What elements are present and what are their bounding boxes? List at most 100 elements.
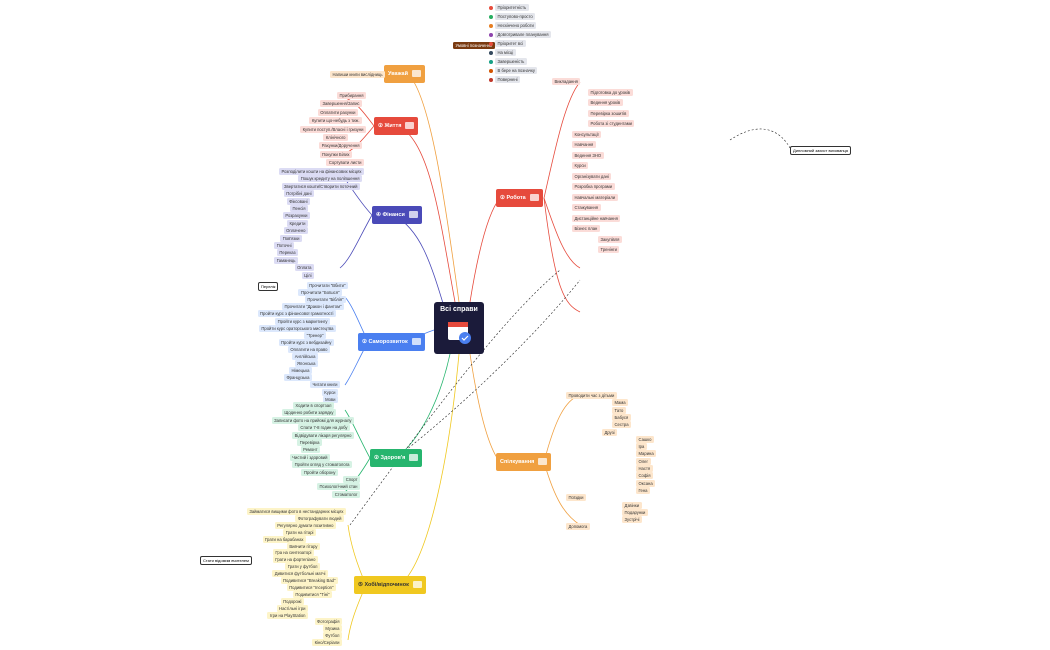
node-health[interactable]: Пройти огляд у стоматолога [292, 461, 352, 469]
node-family[interactable]: Друзі [602, 428, 618, 436]
node-life[interactable]: Покупки Білих [319, 150, 352, 158]
node-life[interactable]: Купити що-небудь з тиж. [309, 117, 362, 125]
node-health[interactable]: Стоматолог [332, 490, 360, 498]
node-family[interactable]: Софія [636, 472, 653, 480]
node-family[interactable]: Олег [636, 457, 651, 465]
node-hobby[interactable]: Подивитися "Тіні" [292, 590, 332, 598]
node-hobby[interactable]: Фотографія [314, 618, 342, 626]
node-family[interactable]: Поїздки [566, 494, 586, 502]
node-hobby[interactable]: Грати на фортепіано [272, 556, 318, 564]
node-hobby[interactable]: Подивитися "Breaking Bad" [280, 577, 338, 584]
node-health[interactable]: Спати 7-8 годин на добу [297, 424, 350, 432]
node-family[interactable]: Допомога [566, 523, 590, 531]
topic-hobby[interactable]: ⑤ Хобі/відпочинок [354, 576, 426, 594]
node-family[interactable]: Настя [636, 465, 653, 472]
node-self[interactable]: Пройти курс з фінансової грамотності [257, 310, 336, 318]
node-hobby[interactable]: Грати на барабанах [262, 535, 306, 543]
node-hobby[interactable]: Гра на синтезаторі [272, 549, 314, 557]
node-family[interactable]: Дзвінки [622, 501, 642, 509]
node-finance[interactable]: Пов'язки [280, 234, 302, 242]
node-self[interactable]: Пройти курс ораторського мистецтва [258, 324, 336, 332]
node-self[interactable]: Японська [294, 360, 318, 368]
node-work[interactable]: Курси [572, 162, 589, 169]
node-finance[interactable]: Розподілити кошти на фінансових місцях [279, 168, 364, 175]
node-life[interactable]: Оплатити рахунки [317, 108, 358, 116]
node-self[interactable]: Прочитати "Біблія" [304, 296, 346, 304]
node-self[interactable]: Пройти курс з маркетингу [275, 317, 330, 325]
node-hobby[interactable]: Грати у футбол [285, 563, 320, 571]
node-finance[interactable]: Пенсія [290, 205, 308, 212]
node-hobby[interactable]: Кіно/Серіали [312, 639, 342, 647]
node-work[interactable]: Навчання [572, 141, 596, 148]
node-finance[interactable]: Переказ [276, 249, 298, 257]
node-work[interactable]: Ведення ЗНО [572, 151, 604, 159]
node-family[interactable]: Оксана [636, 479, 656, 487]
node-work[interactable]: Ведення уроків [588, 99, 623, 106]
node-work[interactable]: Перевірка зошитів [588, 109, 629, 117]
node-hobby[interactable]: Займатися вищими фото в нестандарних міс… [246, 508, 346, 515]
node-self[interactable]: Пройти курс з вебдизайну [278, 338, 334, 346]
node-life[interactable]: Сортувати листи [326, 159, 364, 167]
node-family[interactable]: Сашко [636, 435, 654, 443]
node-self[interactable]: Мови [322, 395, 338, 403]
node-work[interactable]: Бізнес план [572, 225, 600, 232]
node-hobby[interactable]: Грати на гітарі [283, 528, 316, 536]
node-self[interactable]: Курси [321, 388, 338, 396]
node-hobby[interactable]: Подивитися "Inception" [286, 583, 336, 591]
node-work[interactable]: Навчальні матеріали [572, 193, 618, 201]
node-family[interactable]: Сестра [612, 421, 632, 429]
node-finance[interactable]: Гаманець [274, 256, 298, 264]
node-family[interactable]: Марина [636, 450, 657, 458]
node-work[interactable]: Підготовка до уроків [588, 88, 633, 96]
node-family[interactable]: Іра [636, 443, 647, 451]
node-health[interactable]: Чистий і здоровий [289, 453, 330, 461]
node-family[interactable]: Зустрічі [622, 516, 642, 524]
node-life[interactable]: Завершення/Запис [320, 100, 362, 108]
node-work[interactable]: Стажування [572, 204, 601, 211]
node-health[interactable]: Пройти оборону [301, 468, 338, 476]
topic-read[interactable]: Уважай [384, 65, 425, 83]
node-work[interactable]: Дистанційне навчання [572, 214, 621, 222]
node-work[interactable]: Тренінги [598, 246, 620, 253]
node-hobby[interactable]: Футбол [322, 632, 342, 640]
node-work[interactable]: Консультації [572, 130, 602, 138]
node-work[interactable]: Викладання [552, 78, 581, 85]
topic-self[interactable]: ② Саморозвиток [358, 333, 425, 351]
node-work[interactable]: Робота зі студентами [588, 120, 635, 127]
node-work[interactable]: Закупівля [598, 235, 622, 243]
node-finance[interactable]: Пошук кредиту на поліпшення [298, 175, 362, 183]
node-health[interactable]: Записати фото на прийомі для журналу [271, 416, 354, 424]
node-hobby[interactable]: Ігри на PlayStation [267, 611, 308, 619]
node-health[interactable]: Ходити в спортзал [292, 402, 334, 409]
node-family[interactable]: Гена [636, 486, 650, 494]
central-topic[interactable]: Всі справи [434, 302, 484, 354]
node-life[interactable]: Клінічного [323, 134, 348, 141]
node-work[interactable]: Організувати дані [572, 172, 612, 180]
node-hobby[interactable]: Подорожі [280, 597, 304, 605]
node-health[interactable]: Відвідувати лікаря регулярно [292, 431, 354, 439]
node-family[interactable]: Подарунки [622, 508, 648, 516]
node-self[interactable]: Оплатити на право [287, 345, 330, 353]
topic-work[interactable]: ② Робота [496, 189, 543, 207]
node-hobby[interactable]: Фотографувати людей [295, 514, 344, 522]
node-finance[interactable]: Кредити [286, 219, 308, 227]
node-self[interactable]: Читати книги [309, 381, 340, 389]
node-hobby[interactable]: Вивчити гітару [286, 542, 320, 550]
node-self[interactable]: Прочитати "Дракон і фантом" [281, 303, 344, 311]
node-finance[interactable]: Фіксовані [286, 197, 310, 205]
node-hobby[interactable]: Настільні ігри [276, 604, 308, 612]
node-hobby[interactable]: Дивитися футбольні матчі [272, 570, 328, 578]
node-self[interactable]: Прочитати "Вбити" [306, 282, 348, 289]
topic-health[interactable]: ② Здоров'я [370, 449, 423, 467]
node-family[interactable]: Проводити час з дітьми [566, 392, 617, 399]
node-work[interactable]: Розробка програми [572, 183, 615, 190]
node-self[interactable]: Німецька [289, 367, 312, 375]
node-life[interactable]: Купити поступ./Власні і гризуни [300, 125, 366, 133]
node-health[interactable]: Перевірка [297, 439, 322, 446]
node-finance[interactable]: Потрібні дані [283, 190, 314, 198]
node-family[interactable]: Мама [612, 399, 629, 407]
node-hobby[interactable]: Музика [322, 625, 342, 633]
node-finance[interactable]: Розрахунки [282, 212, 310, 220]
topic-life[interactable]: ② Життя [374, 117, 419, 135]
node-finance[interactable]: Поточні [274, 242, 294, 249]
